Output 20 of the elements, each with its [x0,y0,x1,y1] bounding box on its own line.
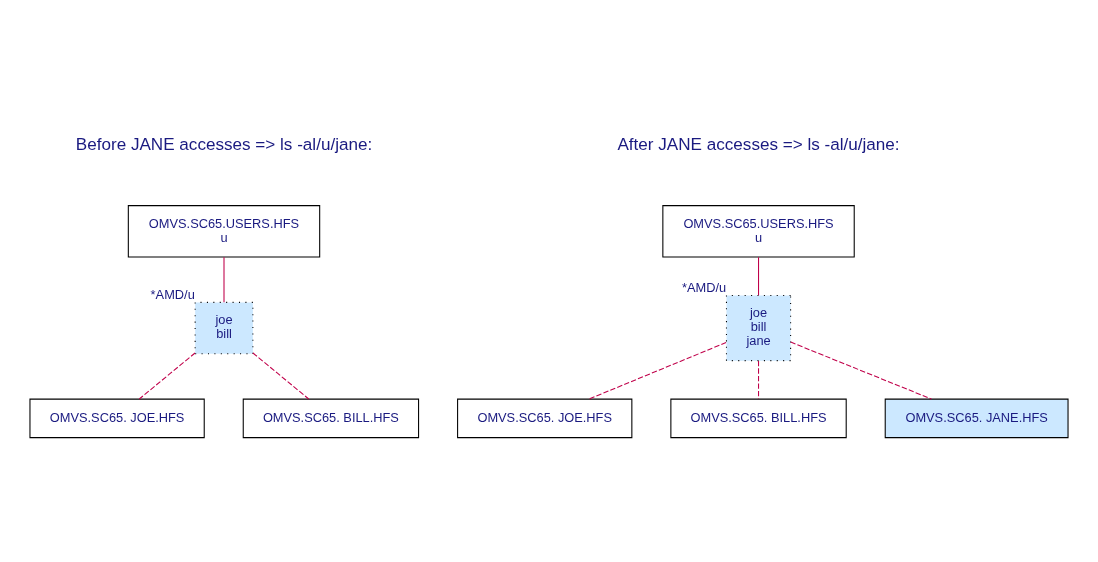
connector [138,352,196,400]
node-box: OMVS.SC65.USERS.HFS u [662,205,855,258]
connector [758,360,760,400]
node-box: OMVS.SC65. JOE.HFS [29,398,205,439]
connector [790,341,932,400]
node-label: *AMD/u [681,279,727,295]
connector [252,352,310,400]
node-label: *AMD/u [150,286,195,302]
node-box: OMVS.SC65. JANE.HFS [884,398,1069,439]
node-box: OMVS.SC65.USERS.HFS u [127,205,321,258]
node-box: joe bill [194,301,254,355]
node-box: OMVS.SC65. BILL.HFS [670,398,847,439]
node-box: OMVS.SC65. BILL.HFS [242,398,420,439]
connector [588,341,727,400]
node-box: OMVS.SC65. JOE.HFS [457,398,633,439]
connector [758,256,760,296]
label: After JANE accesses => ls -al/u/jane: [617,134,900,154]
connector [223,256,225,303]
node-box: joe bill jane [725,294,792,362]
label: Before JANE accesses => ls -al/u/jane: [75,134,373,154]
